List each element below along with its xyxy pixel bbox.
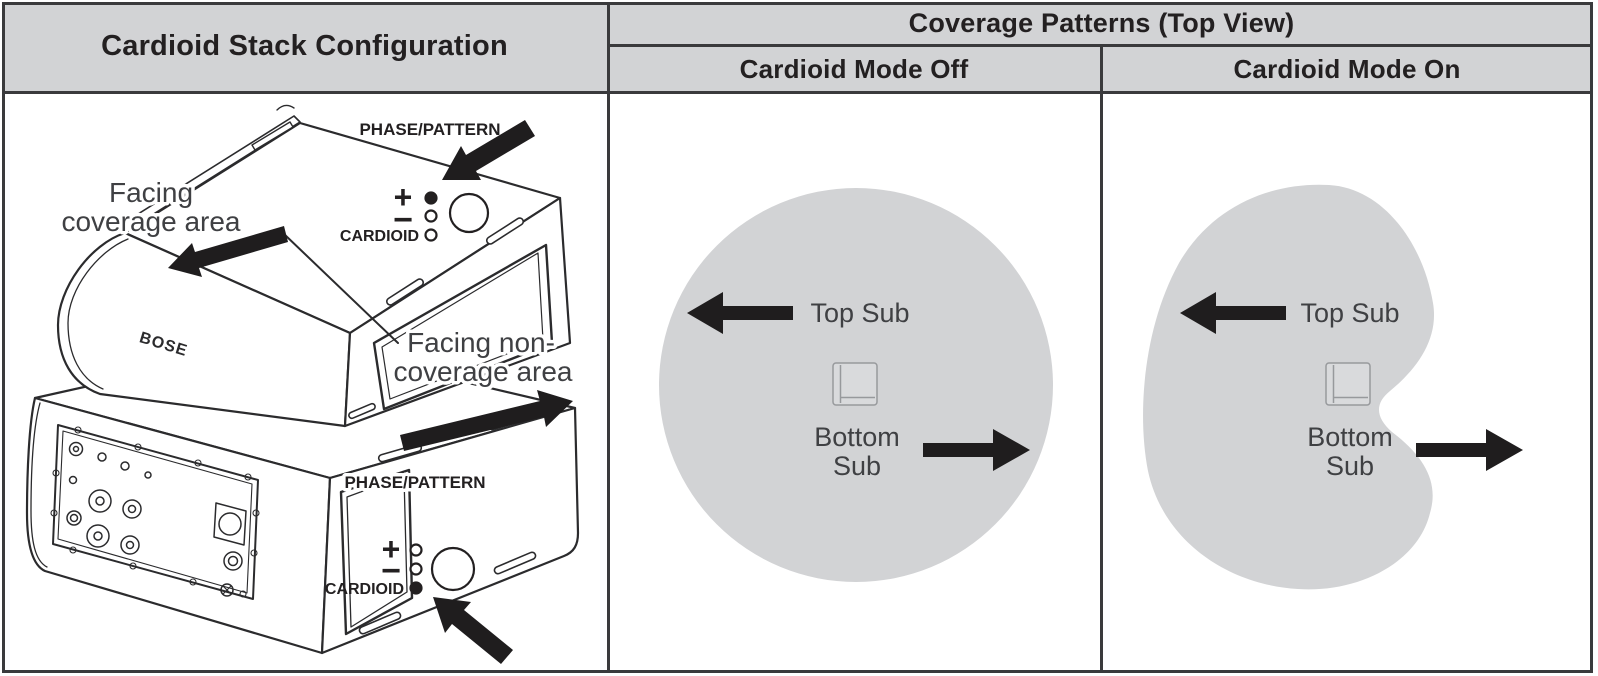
sub-stack-icon-on xyxy=(1325,362,1371,406)
led-minus-top xyxy=(424,209,438,223)
divider-stack-coverage xyxy=(607,2,610,673)
phase-pattern-button-top xyxy=(448,192,490,234)
led-plus-top xyxy=(424,191,438,205)
top-sub-edge-line xyxy=(67,238,129,390)
coverage-pattern-on: Top Sub Bottom Sub xyxy=(1143,184,1523,590)
bottom-sub-label-on-line2: Sub xyxy=(1326,451,1374,481)
bottom-sub-label-off-line1: Bottom xyxy=(814,422,900,452)
bottom-sub-label-on-line1: Bottom xyxy=(1307,422,1393,452)
power-inlet xyxy=(213,502,247,597)
table-border-left xyxy=(2,2,5,673)
table-border-bottom xyxy=(2,670,1593,673)
led-cardioid-top xyxy=(424,228,438,242)
cardioid-label-bottom: CARDIOID xyxy=(325,581,404,598)
bottom-sub-label-off-line2: Sub xyxy=(833,451,881,481)
phase-pattern-label-bottom: PHASE/PATTERN xyxy=(344,473,485,492)
facing-non-coverage-line1: Facing non- xyxy=(407,327,555,358)
top-sub-control-panel: PHASE/PATTERN + − CARDIOID xyxy=(340,117,504,246)
bottom-sub-arrow-on xyxy=(1416,429,1523,471)
bottom-sub-right-face xyxy=(320,406,580,655)
phase-pattern-arrow-top xyxy=(442,120,535,180)
top-rail xyxy=(118,104,301,233)
title-cardioid-stack-configuration: Cardioid Stack Configuration xyxy=(101,30,508,62)
top-sub-arrow-off xyxy=(687,292,793,334)
bottom-sub-port-frame xyxy=(339,468,414,636)
cardioid-coverage-shape xyxy=(1143,184,1435,590)
top-sub-slats xyxy=(348,217,525,420)
divider-header-body xyxy=(2,91,1593,94)
plus-label-bottom: + xyxy=(382,531,401,567)
table-border-right xyxy=(1590,2,1593,673)
led-cardioid-bottom xyxy=(409,581,423,595)
top-sub-label-off: Top Sub xyxy=(810,298,909,328)
ring-connector xyxy=(66,510,82,526)
facing-coverage-line1: Facing xyxy=(109,177,193,208)
cardioid-stack-drawing: BOSE PHASE/PATTERN + − CARDIOID PHASE/PA… xyxy=(25,104,580,664)
plus-label-top: + xyxy=(394,179,413,215)
small-jacks xyxy=(68,452,152,485)
bottom-sub-direction-arrow xyxy=(400,390,573,451)
sub-stack-icon-off xyxy=(832,362,878,406)
top-sub-left-face xyxy=(56,231,352,428)
header-left-bg xyxy=(2,2,608,92)
column-header-cardioid-mode-off: Cardioid Mode Off xyxy=(739,53,969,84)
connector-panel xyxy=(50,424,260,600)
facing-coverage-arrow xyxy=(168,226,288,277)
panel-screws xyxy=(50,426,260,598)
phase-pattern-button-bottom xyxy=(430,546,476,592)
minus-label-top: − xyxy=(393,201,413,239)
port-window xyxy=(372,243,554,411)
divider-coverage-subheader xyxy=(607,44,1593,47)
facing-non-coverage-line2: coverage area xyxy=(393,356,572,387)
bottom-sub-arrow-off xyxy=(923,429,1030,471)
cardioid-label-top: CARDIOID xyxy=(340,228,419,245)
divider-off-on xyxy=(1100,45,1103,673)
led-minus-bottom xyxy=(409,562,423,576)
table-border-top xyxy=(2,2,1593,5)
column-header-cardioid-mode-on: Cardioid Mode On xyxy=(1233,53,1461,84)
coverage-leader-line xyxy=(283,233,399,344)
minus-label-bottom: − xyxy=(381,552,401,590)
title-coverage-patterns: Coverage Patterns (Top View) xyxy=(908,7,1295,38)
led-plus-bottom xyxy=(409,543,423,557)
gain-knob xyxy=(68,441,84,457)
xlr-connectors xyxy=(86,489,142,555)
facing-coverage-line2: coverage area xyxy=(61,206,240,237)
annotation-arrows xyxy=(168,120,573,664)
bottom-sub-edge-line xyxy=(30,402,48,568)
top-sub-label-on: Top Sub xyxy=(1300,298,1399,328)
cardioid-arrow-bottom xyxy=(433,597,513,664)
coverage-pattern-off: Top Sub Bottom Sub xyxy=(659,188,1053,582)
bottom-sub-control-panel: PHASE/PATTERN + − CARDIOID xyxy=(325,470,489,599)
phase-pattern-label-top: PHASE/PATTERN xyxy=(359,120,500,139)
top-sub-arrow-on xyxy=(1180,292,1286,334)
